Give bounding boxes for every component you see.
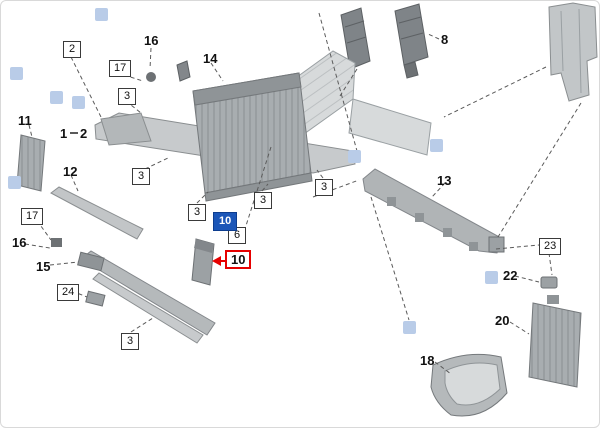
fastener-marker[interactable] <box>403 321 416 334</box>
callout-16-top[interactable]: 16 <box>144 33 159 48</box>
fastener-marker[interactable] <box>485 271 498 284</box>
fastener-marker[interactable] <box>10 67 23 80</box>
fastener-marker[interactable] <box>348 150 361 163</box>
callout-1[interactable]: 1 <box>60 126 68 141</box>
callout-2[interactable]: 2 <box>80 126 88 141</box>
part-8-panels <box>340 3 429 79</box>
fastener-marker[interactable] <box>50 91 63 104</box>
callout-11[interactable]: 11 <box>18 113 32 128</box>
callout-box-3-c[interactable]: 3 <box>188 204 206 221</box>
callout-12[interactable]: 12 <box>63 164 78 179</box>
part-13-tray <box>362 168 505 254</box>
callout-10-selected[interactable]: 10 <box>225 250 252 269</box>
callout-18[interactable]: 18 <box>420 353 435 368</box>
part-14-radiator <box>192 72 313 202</box>
fastener-marker[interactable] <box>8 176 21 189</box>
callout-box-24[interactable]: 24 <box>57 284 80 301</box>
fastener-marker[interactable] <box>430 139 443 152</box>
callout-16-left[interactable]: 16 <box>12 235 27 250</box>
callout-box-3-e[interactable]: 3 <box>315 179 333 196</box>
part-18-duct <box>430 353 508 417</box>
callout-box-17-top[interactable]: 17 <box>109 60 132 77</box>
callout-13[interactable]: 13 <box>437 173 452 188</box>
part-20-radiator <box>528 295 582 388</box>
callout-8[interactable]: 8 <box>441 32 449 47</box>
callout-15[interactable]: 15 <box>36 259 51 274</box>
callout-box-23[interactable]: 23 <box>539 238 562 255</box>
callout-box-3-a[interactable]: 3 <box>118 88 136 105</box>
callout-box-3-f[interactable]: 3 <box>121 333 139 350</box>
callout-box-3-d[interactable]: 3 <box>254 192 272 209</box>
part-upper-right-support <box>548 2 598 102</box>
part-22-block <box>540 276 558 289</box>
part-lower-strips <box>51 238 216 344</box>
callout-20[interactable]: 20 <box>495 313 510 328</box>
fastener-marker[interactable] <box>72 96 85 109</box>
callout-22[interactable]: 22 <box>503 268 518 283</box>
part-11-bracket <box>16 134 46 192</box>
callout-box-2[interactable]: 2 <box>63 41 81 58</box>
callout-10-highlighted[interactable]: 10 <box>213 212 238 231</box>
part-10-bracket <box>191 238 215 286</box>
callout-box-3-b[interactable]: 3 <box>132 168 150 185</box>
part-12-strip <box>50 186 144 240</box>
callout-box-17-left[interactable]: 17 <box>21 208 44 225</box>
fastener-marker[interactable] <box>95 8 108 21</box>
callout-14[interactable]: 14 <box>203 51 218 66</box>
part-clips <box>146 60 191 82</box>
